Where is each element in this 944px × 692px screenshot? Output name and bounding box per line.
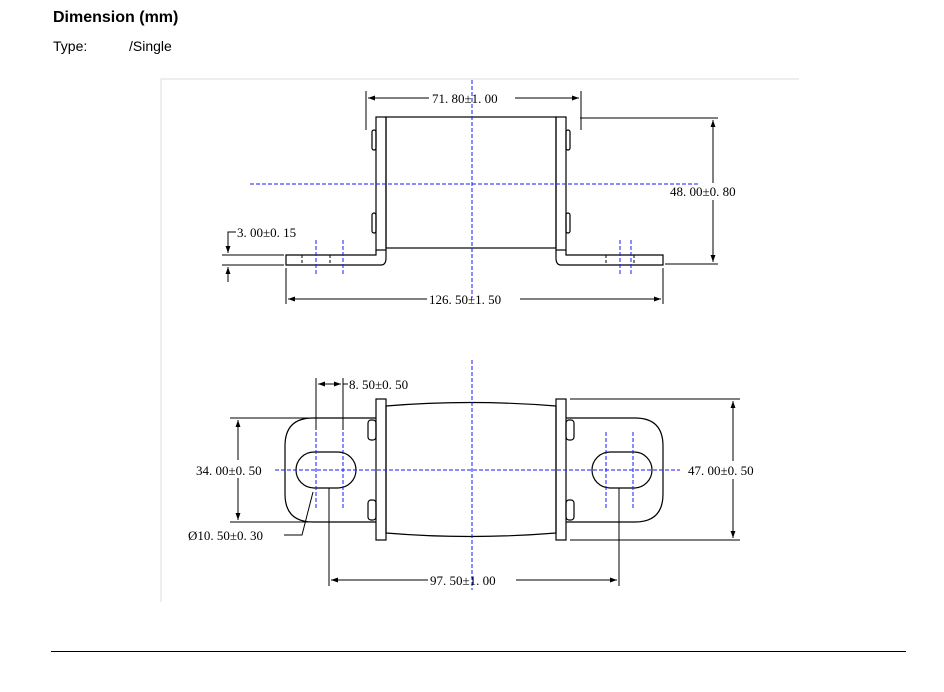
side-view-centerlines [250, 80, 700, 298]
dim-tab-height: 34. 00±0. 50 [196, 463, 262, 478]
dim-hole-spacing: 97. 50±1. 00 [430, 573, 496, 588]
dim-tab-thickness: 3. 00±0. 15 [237, 225, 296, 240]
plan-view-dimensions [230, 378, 740, 586]
section-title: Dimension (mm) [53, 9, 179, 26]
left-tab [285, 250, 387, 266]
bottom-divider [51, 651, 906, 652]
type-value: /Single [129, 38, 172, 54]
side-view-dimensions [222, 91, 718, 304]
right-tab [555, 250, 664, 266]
plan-view-centerlines [275, 360, 680, 590]
type-label: Type: [53, 38, 88, 54]
drawing-frame [160, 78, 799, 602]
fuse-body [385, 116, 557, 249]
right-slot [591, 451, 653, 489]
dim-top-height: 48. 00±0. 80 [670, 184, 736, 199]
dim-body-height: 47. 00±0. 50 [688, 463, 754, 478]
dim-top-width: 71. 80±1. 00 [432, 91, 498, 106]
dim-hole-diameter: Ø10. 50±0. 30 [188, 528, 263, 543]
dim-slot-width: 8. 50±0. 50 [349, 377, 408, 392]
type-row: Type: /Single [53, 38, 172, 54]
dim-overall-length: 126. 50±1. 50 [429, 292, 501, 307]
